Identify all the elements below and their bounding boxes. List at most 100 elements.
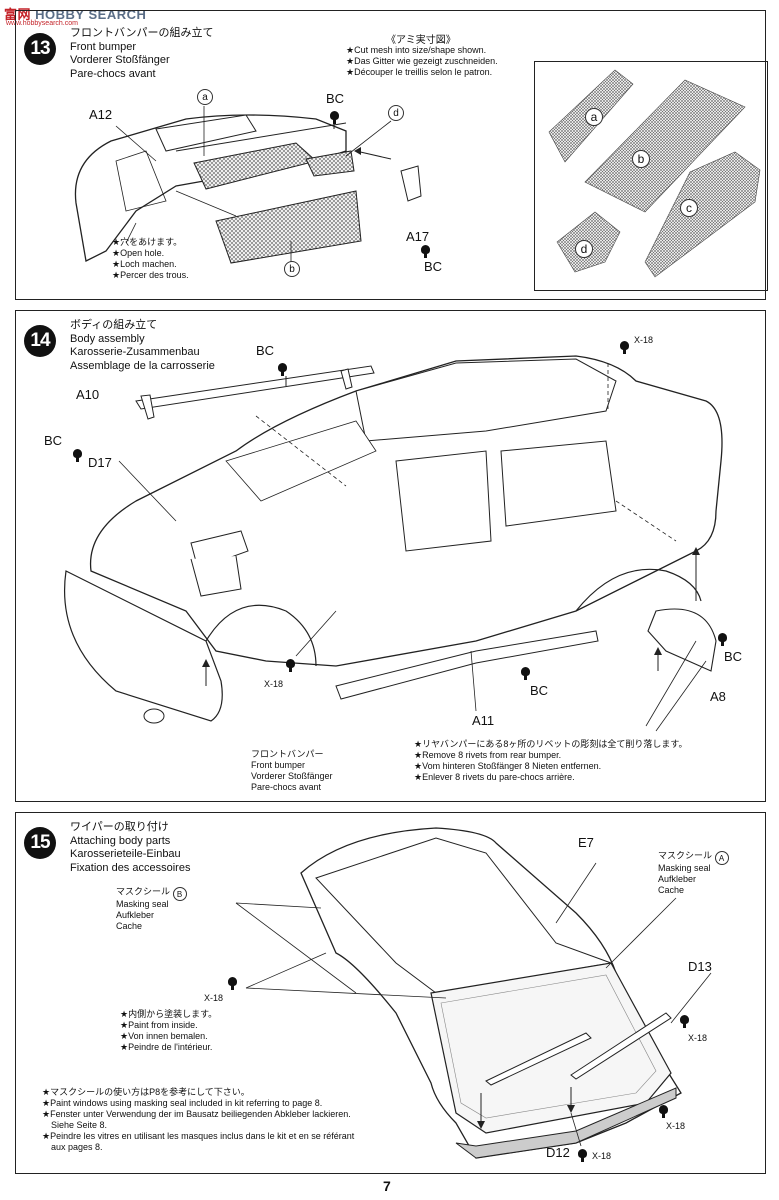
label-a12: A12 [89,107,113,122]
label-bc-top: BC [326,91,345,106]
cut-note-de: ★Das Gitter wie gezeigt zuschneiden. [346,56,498,66]
front-bumper-en: Front bumper [251,760,306,770]
window-note: ★マスクシールの使い方はP8を参考にして下さい。 ★Paint windows … [42,1087,354,1153]
mask-a-jp: マスクシール [658,850,713,861]
mesh-template-box: a b c d [534,61,768,291]
window-note-jp: ★マスクシールの使い方はP8を参考にして下さい。 [42,1087,250,1097]
paint-note: ★内側から塗装します。 ★Paint from inside. ★Von inn… [120,1009,217,1053]
step-14-title-jp: ボディの組み立て [70,319,158,331]
mask-b-jp-line: マスクシール B [116,885,187,901]
rivet-note-en: ★Remove 8 rivets from rear bumper. [414,750,562,760]
step-15-number: 15 [24,827,56,859]
rivet-note-de: ★Vom hinteren Stoßfänger 8 Nieten entfer… [414,761,602,771]
watermark-cn: 富 [4,7,18,22]
car-body-diagram [64,355,723,732]
mask-a-letter: A [714,851,729,865]
paint-note-en: ★Paint from inside. [120,1020,198,1030]
step-15-title-fr: Fixation des accessoires [70,861,191,874]
step-15-title-en: Attaching body parts [70,834,171,847]
label-d17: D17 [88,455,112,470]
label-d13: D13 [688,959,712,974]
front-bumper-fr: Pare-chocs avant [251,782,322,792]
label-d12: D12 [546,1145,570,1160]
front-bumper-diagram [74,106,422,266]
label-a8: A8 [710,689,726,704]
rivet-icon [718,633,727,646]
step-13-title-fr: Pare-chocs avant [70,67,156,80]
step-13-panel: 13 フロントバンパーの組み立て Front bumper Vorderer S… [15,10,768,300]
step-14-panel: 14 ボディの組み立て Body assembly Karosserie-Zus… [15,310,766,802]
front-bumper-de: Vorderer Stoßfänger [251,771,333,781]
template-c: c [680,199,698,217]
step-13-title: フロントバンパーの組み立て Front bumper Vorderer Stoß… [70,27,214,81]
template-b: b [632,150,650,168]
rivet-icon [330,111,339,124]
hole-note: ★穴をあけます。 ★Open hole. ★Loch machen. ★Perc… [112,237,189,281]
step-13-title-en: Front bumper [70,40,137,53]
rivet-icon [286,659,295,672]
label-a10: A10 [76,387,100,402]
label-bc-2: BC [44,433,63,448]
rivet-icon [421,245,430,258]
label-x18-top: X-18 [634,335,654,345]
window-note-de-2: Siehe Seite 8. [51,1120,108,1130]
hole-note-en: ★Open hole. [112,248,165,258]
step-15-title-de: Karosserieteile-Einbau [70,848,181,860]
mask-b-letter: B [172,887,187,901]
label-bc-1: BC [256,343,275,358]
paint-note-de: ★Von innen bemalen. [120,1031,208,1041]
step-15-panel: 15 ワイパーの取り付け Attaching body parts Kaross… [15,812,766,1174]
rivet-icon [659,1105,668,1118]
mask-b-en: Masking seal [116,899,169,909]
rivet-icon [73,449,82,462]
step-13-title-de: Vorderer Stoßfänger [70,54,170,66]
label-x18-left: X-18 [264,679,284,689]
label-x18-d: X-18 [592,1151,612,1161]
template-a: a [585,108,603,126]
hole-note-fr: ★Percer des trous. [112,270,189,280]
label-mesh-d: d [388,105,404,121]
step-14-title: ボディの組み立て Body assembly Karosserie-Zusamm… [70,319,215,373]
mask-a-block: マスクシール A Masking seal Aufkleber Cache [658,849,729,896]
watermark-sub: www.hobbysearch.com [6,20,78,27]
step-14-title-en: Body assembly [70,332,145,345]
label-x18-c: X-18 [666,1121,686,1131]
label-x18-b: X-18 [688,1033,708,1043]
step-14-title-fr: Assemblage de la carrosserie [70,359,215,372]
step-13-number: 13 [24,33,56,65]
page-number: 7 [383,1178,391,1194]
paint-note-jp: ★内側から塗装します。 [120,1009,218,1019]
label-bc-3: BC [530,683,549,698]
window-note-de: ★Fenster unter Verwendung der im Bausatz… [42,1109,351,1119]
rivet-icon [228,977,237,990]
mask-b-jp: マスクシール [116,886,171,897]
wiper-diagram [235,827,712,1159]
hole-note-jp: ★穴をあけます。 [112,237,183,247]
cut-note-fr: ★Découper le treillis selon le patron. [346,67,493,77]
rivet-note-fr: ★Enlever 8 rivets du pare-chocs arrière. [414,772,575,782]
rivet-icon [278,363,287,376]
label-mesh-a: a [197,89,213,105]
window-note-en: ★Paint windows using masking seal includ… [42,1098,323,1108]
label-mesh-b: b [284,261,300,277]
step-14-number: 14 [24,325,56,357]
label-a17: A17 [406,229,430,244]
step-15-title: ワイパーの取り付け Attaching body parts Karosseri… [70,821,190,875]
label-a11: A11 [472,713,495,728]
paint-note-fr: ★Peindre de l'intérieur. [120,1042,213,1052]
rivet-note-jp: ★リヤバンパーにある8ヶ所のリベットの彫刻は全て削り落します。 [414,739,688,749]
cut-note-jp: ★Cut mesh into size/shape shown. [346,45,487,55]
rivet-icon [620,341,629,354]
rivet-icon [578,1149,587,1162]
front-bumper-note: フロントバンパー Front bumper Vorderer Stoßfänge… [251,749,333,793]
window-note-fr: ★Peindre les vitres en utilisant les mas… [42,1131,355,1141]
hole-note-de: ★Loch machen. [112,259,177,269]
rivet-icon [680,1015,689,1028]
label-x18-a: X-18 [204,993,224,1003]
label-e7: E7 [578,835,594,850]
mask-b-fr: Cache [116,921,143,931]
mask-a-en: Masking seal [658,863,711,873]
label-bc-bottom: BC [424,259,443,274]
mesh-templates [548,69,761,278]
mask-a-jp-line: マスクシール A [658,849,729,865]
